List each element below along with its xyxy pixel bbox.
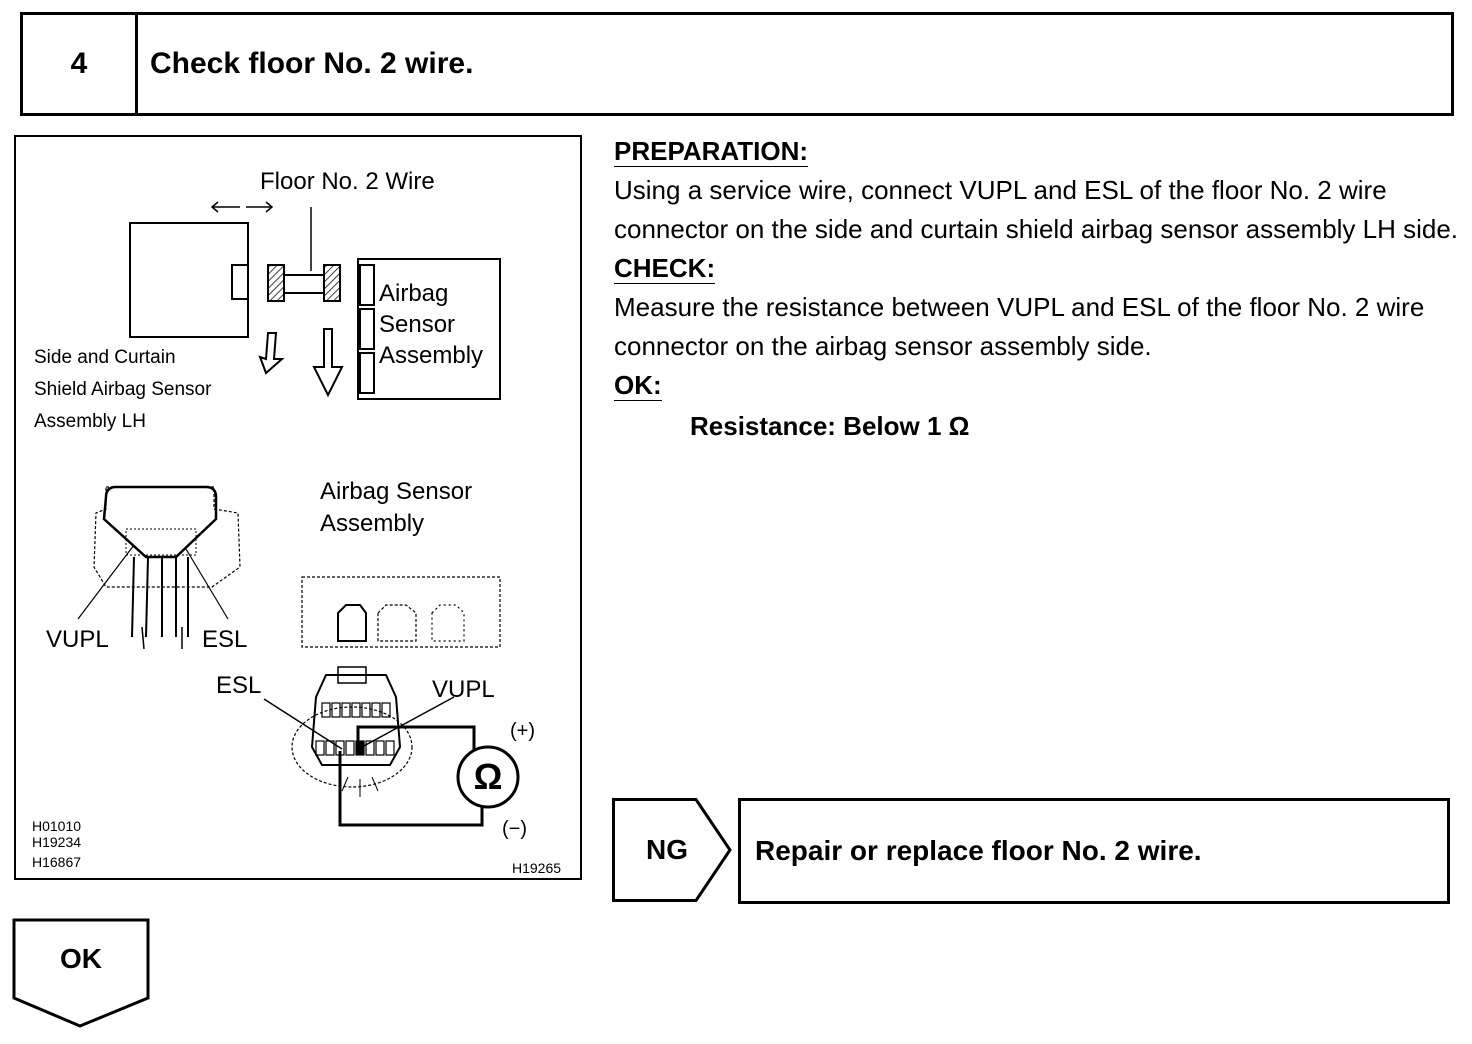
step-header: 4 Check floor No. 2 wire. [20,12,1454,116]
wiring-diagram-svg: Floor No. 2 Wire Airbag Sensor Assembly [32,168,561,876]
step-title: Check floor No. 2 wire. [150,47,474,80]
airbag-sensor-socket-drawing [301,576,501,648]
floor-wire-connector-drawing [77,485,241,650]
wiring-illustration: Floor No. 2 Wire Airbag Sensor Assembly [14,135,582,880]
figure-code: H19265 [512,860,561,876]
side-curtain-sensor-label: Side and Curtain Shield Airbag Sensor As… [34,347,217,432]
preparation-heading: PREPARATION: [614,136,809,167]
airbag-box-label: Airbag Sensor Assembly [379,280,483,369]
check-text: Measure the resistance between VUPL and … [614,292,1425,361]
ohmmeter-leads [338,725,484,827]
pin-label-esl-left: ESL [202,626,247,653]
check-heading: CHECK: [614,253,716,284]
sensor-side-connector-drawing [263,666,455,797]
double-arrow-icon [210,201,274,213]
pin-label-vupl-left: VUPL [46,626,109,653]
preparation-text: Using a service wire, connect VUPL and E… [614,175,1459,244]
airbag-sensor-box [357,258,501,400]
ohm-symbol: Ω [474,756,503,797]
ng-label: NG [646,834,688,865]
ok-spec: Resistance: Below 1 Ω [690,411,970,441]
ng-action: Repair or replace floor No. 2 wire. [738,798,1450,904]
side-curtain-sensor-box [129,222,249,338]
ng-arrow-box [612,798,732,902]
positive-lead-label: (+) [510,720,535,742]
airbag-sensor-assembly-label: Airbag Sensor Assembly [320,478,479,537]
pin-label-vupl-right: VUPL [432,676,495,703]
pin-label-esl-right: ESL [216,672,261,699]
negative-lead-label: (−) [502,818,527,840]
step-number: 4 [23,15,138,113]
ok-heading: OK: [614,370,662,401]
wire-connector-left [267,264,285,302]
ohmmeter-icon [456,745,520,809]
floor-wire-label: Floor No. 2 Wire [260,168,435,195]
reference-codes: H01010 H19234 H16867 [32,818,85,870]
wire-connector-right [323,264,341,302]
ok-label: OK [60,943,102,974]
ok-arrow-box [12,918,150,1028]
instructions: PREPARATION: Using a service wire, conne… [614,132,1459,446]
disconnect-arrow-icon [258,328,344,398]
